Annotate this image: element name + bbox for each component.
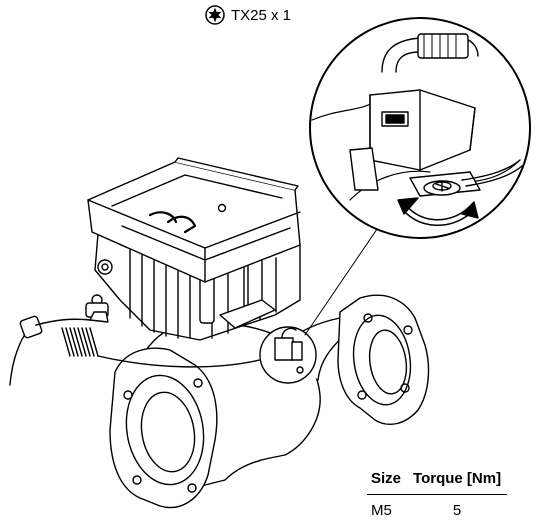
detail-magnifier <box>309 17 531 239</box>
header-size: Size <box>367 470 408 495</box>
torque-table: Size Torque [Nm] M5 5 <box>367 470 508 519</box>
tool-requirement: TX25 x 1 <box>205 5 291 25</box>
torque-table-header: Size Torque [Nm] <box>367 470 508 495</box>
table-row: M5 5 <box>367 495 507 519</box>
cable-assembly <box>9 311 269 386</box>
sensor-connector-small <box>259 326 317 384</box>
left-flange <box>109 347 218 509</box>
control-box <box>87 157 301 283</box>
rotation-arrow-icon <box>397 197 479 226</box>
torx-star-icon <box>205 5 225 25</box>
header-torque: Torque [Nm] <box>407 470 508 495</box>
cell-size: M5 <box>371 502 392 519</box>
cell-torque: 5 <box>452 502 462 519</box>
right-flange <box>337 294 430 426</box>
tool-label-text: TX25 x 1 <box>231 6 292 24</box>
detail-leader-line <box>304 209 391 336</box>
